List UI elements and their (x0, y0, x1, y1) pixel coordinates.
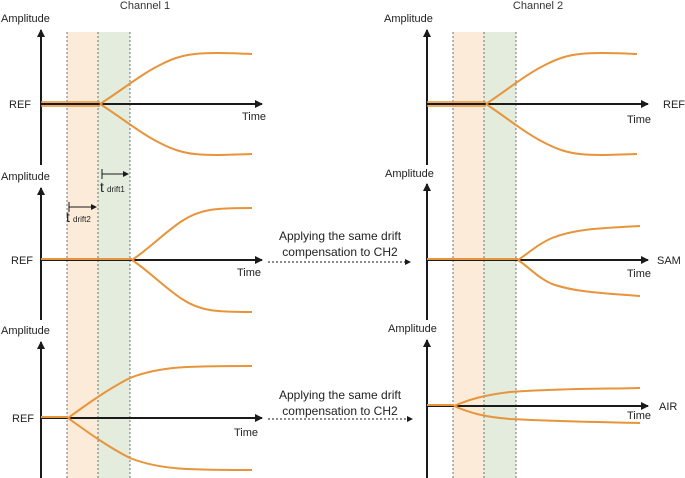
ch1-panel-3: Amplitude REF Time (1, 325, 263, 478)
ref-label: REF (663, 99, 685, 111)
svg-text:compensation to CH2: compensation to CH2 (282, 245, 398, 259)
svg-text:drift1: drift1 (107, 185, 125, 194)
svg-text:t: t (100, 179, 104, 195)
amplitude-label: Amplitude (1, 13, 50, 25)
svg-text:drift2: drift2 (73, 215, 91, 224)
signal-lower (131, 259, 253, 313)
air-label: AIR (659, 401, 677, 413)
time-label: Time (234, 427, 258, 439)
ch2-panel-1: Amplitude REF Time (384, 13, 685, 165)
signal-upper (99, 52, 253, 105)
signal-upper (453, 387, 641, 407)
apply-compensation-note-1: Applying the same drift compensation to … (268, 229, 411, 265)
ch2-drift-bands (452, 32, 517, 478)
channel-2-title: Channel 2 (513, 0, 563, 12)
sam-label: SAM (657, 255, 681, 267)
t-drift1-annotation: t drift1 (100, 169, 129, 195)
signal-upper (67, 365, 253, 419)
t-drift2-annotation: t drift2 (66, 202, 97, 225)
amplitude-label: Amplitude (388, 323, 437, 335)
ch2-band-drift1 (484, 32, 516, 478)
ch1-band-drift1 (98, 32, 130, 478)
amplitude-label: Amplitude (385, 168, 434, 180)
ch1-panel-2: Amplitude REF Time (1, 171, 263, 320)
amplitude-label: Amplitude (384, 13, 433, 25)
ch1-panel-1: Amplitude REF Time (1, 13, 266, 165)
signal-lower (453, 405, 641, 424)
signal-lower (99, 103, 253, 156)
svg-text:t: t (66, 209, 70, 225)
channel-1-title: Channel 1 (120, 0, 170, 12)
time-label: Time (242, 111, 266, 123)
ch2-panel-3: Amplitude AIR Time (388, 323, 677, 478)
ch2-panel-2: Amplitude SAM Time (385, 168, 681, 320)
ch1-band-drift2 (67, 32, 98, 478)
time-label: Time (627, 268, 651, 280)
signal-upper (485, 52, 638, 105)
amplitude-label: Amplitude (1, 171, 50, 183)
svg-text:Applying the same drift: Applying the same drift (279, 388, 402, 402)
signal-lower (517, 259, 641, 297)
ref-label: REF (11, 255, 33, 267)
ref-label: REF (12, 413, 34, 425)
ref-label: REF (9, 99, 31, 111)
time-label: Time (627, 114, 651, 126)
time-label: Time (627, 410, 651, 422)
svg-text:compensation to CH2: compensation to CH2 (282, 404, 398, 418)
signal-lower (485, 103, 638, 156)
signal-upper (517, 225, 641, 261)
signal-upper (131, 207, 253, 261)
amplitude-label: Amplitude (1, 325, 50, 337)
svg-text:Applying the same drift: Applying the same drift (279, 229, 402, 243)
time-label: Time (237, 267, 261, 279)
apply-compensation-note-2: Applying the same drift compensation to … (268, 388, 413, 422)
signal-lower (67, 417, 253, 471)
